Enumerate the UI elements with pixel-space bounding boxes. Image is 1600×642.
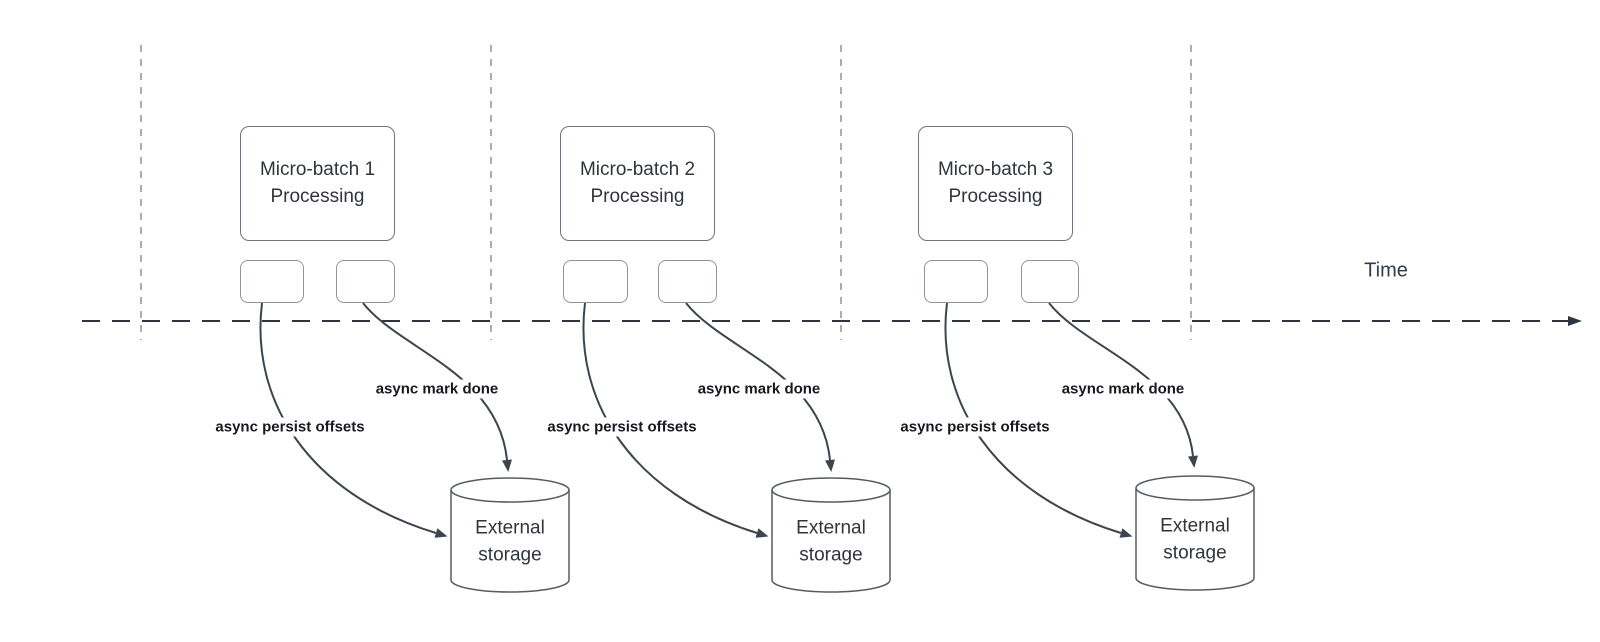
storage-cylinder-3 (1135, 475, 1255, 591)
microbatch-3-offset-box (924, 260, 988, 303)
microbatch-1-offset-box (240, 260, 304, 303)
microbatch-1-processing-box: Micro-batch 1 Processing (240, 126, 395, 241)
persist-offsets-arrow-3 (944, 302, 1133, 538)
persist-offsets-arrow-2 (582, 302, 769, 538)
persist-offsets-label-1: async persist offsets (212, 417, 368, 437)
persist-offsets-label-3: async persist offsets (897, 417, 1053, 437)
persist-offsets-label-2: async persist offsets (544, 417, 700, 437)
microbatch-3-done-box (1021, 260, 1079, 303)
mark-done-label-1: async mark done (372, 379, 502, 399)
storage-cylinder-2 (771, 477, 891, 593)
mark-done-label-3: async mark done (1058, 379, 1188, 399)
external-storage-label-3: External storage (1160, 515, 1230, 563)
microbatch-1-done-box (336, 260, 395, 303)
persist-offsets-arrow-1 (259, 302, 448, 538)
mark-done-arrow-3 (1048, 302, 1198, 468)
mark-done-arrow-2 (685, 302, 835, 472)
time-axis-label: Time (1364, 259, 1408, 282)
storage-cylinder-1 (450, 477, 570, 593)
microbatch-3-processing-box: Micro-batch 3 Processing (918, 126, 1073, 241)
microbatch-2-offset-box (563, 260, 628, 303)
external-storage-label-1: External storage (475, 517, 545, 565)
mark-done-arrow-1 (362, 302, 512, 472)
microbatch-2-processing-box: Micro-batch 2 Processing (560, 126, 715, 241)
external-storage-label-2: External storage (796, 517, 866, 565)
mark-done-label-2: async mark done (694, 379, 824, 399)
microbatch-2-done-box (658, 260, 717, 303)
